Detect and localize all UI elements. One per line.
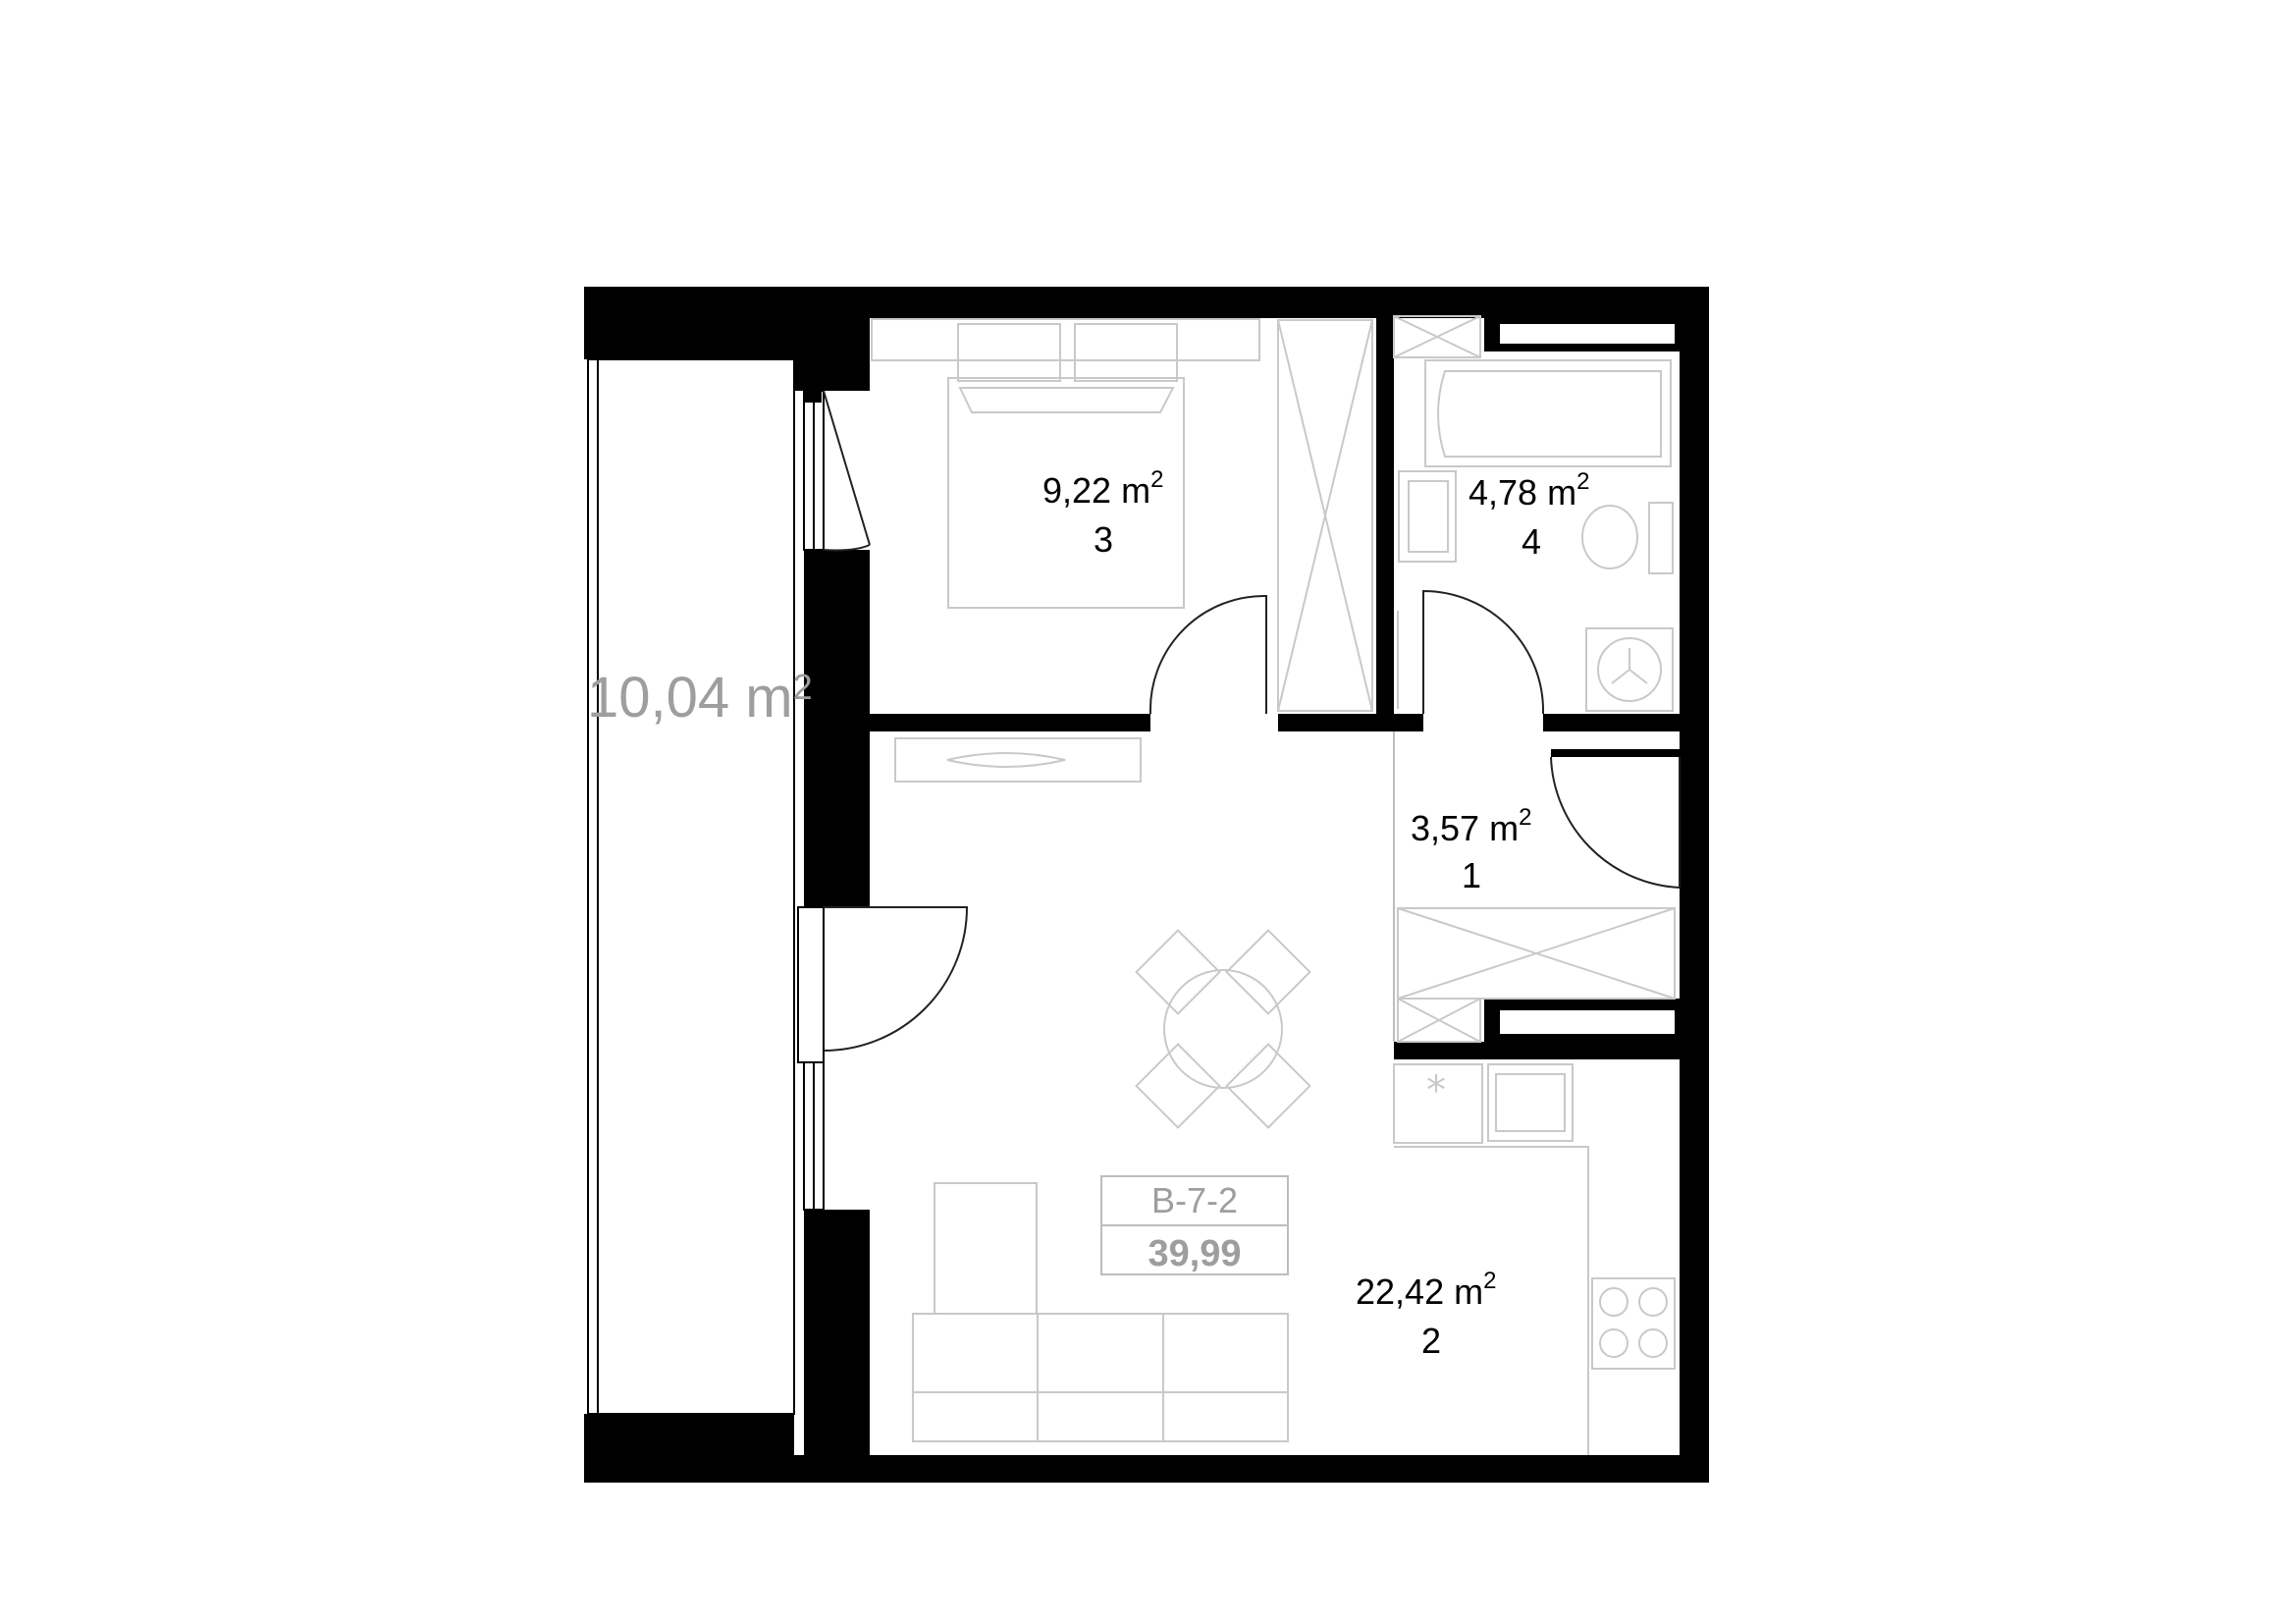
balcony-label: 10,04 m2	[587, 666, 813, 730]
balcony	[587, 289, 844, 1483]
outer-wall-right	[1680, 287, 1709, 1483]
wall-bath-bottom	[1543, 714, 1681, 731]
outer-wall-left-bottom	[584, 1414, 598, 1483]
wall-bath-left	[1376, 314, 1394, 731]
living-furniture: *	[894, 737, 1676, 1455]
room-unit-sup: 2	[1150, 466, 1163, 493]
apartment-total-area: 39,99	[1148, 1233, 1241, 1274]
balcony-unit: m	[745, 666, 792, 730]
balcony-floor	[587, 358, 795, 1415]
room-area: 22,42	[1356, 1271, 1444, 1312]
balcony-cap-top	[598, 318, 794, 359]
svg-text:10,04 m2: 10,04 m2	[587, 666, 813, 730]
washing-machine	[1585, 627, 1674, 712]
kitchen-sink	[1487, 1063, 1574, 1142]
svg-text:22,42 m2: 22,42 m2	[1356, 1268, 1496, 1312]
doors	[797, 390, 1681, 1063]
room-label-hall: 3,57 m2 1	[1411, 804, 1531, 895]
facade-wall-1	[794, 318, 870, 391]
bedroom-furniture	[871, 318, 1373, 712]
balcony-cap-bottom	[598, 1414, 794, 1455]
tv-unit	[894, 737, 1142, 783]
wall-bedroom-living-b	[1278, 714, 1384, 731]
room-number: 4	[1522, 521, 1541, 562]
room-unit: m	[1454, 1271, 1483, 1312]
svg-text:4,78 m2: 4,78 m2	[1468, 468, 1589, 513]
cooktop	[1591, 1277, 1676, 1370]
outer-wall-top	[584, 287, 1709, 318]
room-unit: m	[1547, 472, 1576, 513]
balcony-area: 10,04	[587, 666, 729, 730]
facade-wall-3	[804, 550, 870, 907]
dining-table	[1163, 969, 1283, 1089]
hall-wardrobe	[1397, 907, 1676, 1000]
apartment-code: B-7-2	[1151, 1180, 1238, 1220]
wall-bedroom-living-a	[870, 714, 1150, 731]
washbasin	[1398, 470, 1457, 563]
sofa	[912, 1313, 1289, 1442]
wall-bath-corridor	[1394, 714, 1423, 731]
apartment-tag: B-7-2 39,99	[1100, 1175, 1289, 1275]
room-unit-sup: 2	[1576, 468, 1589, 495]
room-unit: m	[1489, 808, 1519, 848]
room-label-bathroom: 4,78 m2 4	[1468, 468, 1589, 562]
bathroom-fixtures	[1393, 315, 1674, 712]
room-number: 1	[1462, 855, 1481, 895]
hall-furniture	[1393, 731, 1676, 1043]
room-unit-sup: 2	[1483, 1268, 1496, 1294]
wardrobe	[1277, 319, 1373, 712]
room-label-living: 22,42 m2 2	[1356, 1268, 1496, 1361]
svg-text:3,57 m2: 3,57 m2	[1411, 804, 1531, 848]
room-unit-sup: 2	[1519, 804, 1531, 831]
kitchen-counter	[1394, 1146, 1589, 1455]
room-unit: m	[1121, 470, 1150, 511]
facade-wall-4	[804, 1210, 870, 1455]
toilet	[1581, 505, 1638, 569]
windows	[803, 390, 825, 1211]
room-number: 2	[1421, 1321, 1441, 1361]
room-area: 3,57	[1411, 808, 1479, 848]
room-label-bedroom: 9,22 m2 3	[1042, 466, 1163, 560]
wall-kitchen-top	[1394, 1042, 1681, 1059]
outer-wall-left-top	[584, 287, 598, 359]
balcony-unit-sup: 2	[793, 667, 813, 707]
svg-text:9,22 m2: 9,22 m2	[1042, 466, 1163, 511]
double-bed	[947, 377, 1185, 609]
room-number: 3	[1094, 519, 1113, 560]
asterisk-icon: *	[1426, 1068, 1446, 1113]
bathtub	[1424, 359, 1672, 467]
outer-wall-bottom	[584, 1455, 1709, 1483]
room-area: 4,78	[1468, 472, 1537, 513]
room-area: 9,22	[1042, 470, 1111, 511]
wall-entrance-stub	[1551, 749, 1681, 757]
